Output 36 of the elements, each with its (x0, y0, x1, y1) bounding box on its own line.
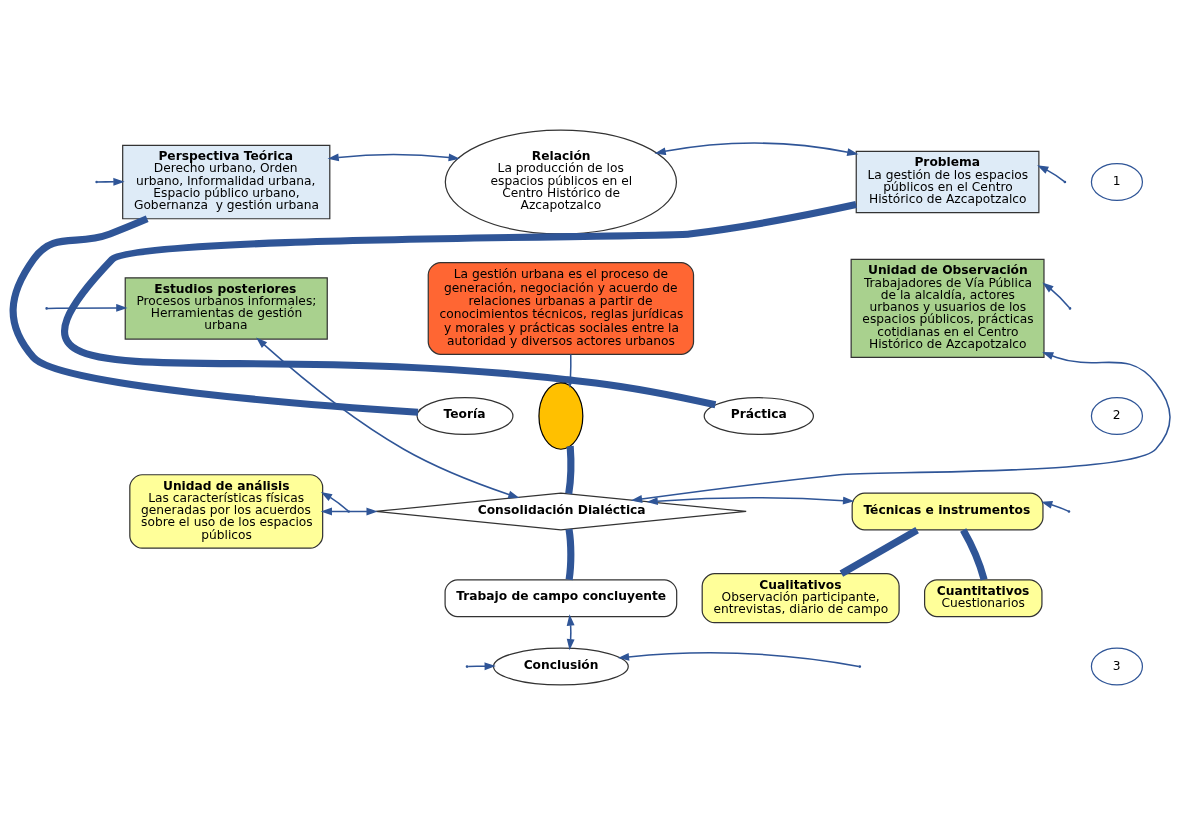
node-circle (538, 381, 584, 450)
node-ellipse: 2 (1090, 396, 1144, 435)
connector (960, 527, 988, 581)
connector (9, 215, 419, 416)
node-box: Cuantitativos Cuestionarios (924, 578, 1043, 617)
node-box: Unidad de análisis Las características físicas generadas por los acuerdos sobre el uso de los espacios públicos (129, 473, 324, 549)
arrow (617, 651, 860, 667)
arrow (327, 153, 460, 161)
arrow (630, 351, 1171, 503)
connector (565, 528, 575, 580)
arrow (1042, 282, 1070, 308)
node-box: Técnicas e instrumentos (851, 492, 1044, 530)
node-ellipse: Relación La producción de los espacios públicos en el Centro Histórico de Azcapotzalco (444, 129, 678, 234)
connector (62, 200, 857, 408)
node-box: La gestión urbana es el proceso de generación, negociación y acuerdo de relaciones urbanas a partir de conocimientos técnicos, reglas jurídicas y morales y prácticas sociales entre la autoridad y diversos actores urbanos (427, 261, 695, 355)
arrow (320, 491, 349, 511)
node-box: Perspectiva Teórica Derecho urbano, Orden urbano, Informalidad urbana, Espacio público urbano, Gobernanza y gestión urbana (122, 144, 331, 219)
arrow (256, 337, 520, 498)
node-ellipse: Práctica (703, 396, 814, 435)
arrow (96, 177, 125, 186)
arrow (1041, 500, 1069, 512)
arrow (46, 303, 128, 312)
node-box: Trabajo de campo concluyente (444, 578, 678, 617)
connector (839, 526, 919, 577)
node-box: Unidad de Observación Trabajadores de Vía Pública de la alcaldía, actores urbanos y usuarios de los espacios públicos, prácticas cotidianas en el Centro Histórico de Azcapotzalco (850, 258, 1045, 358)
arrow (646, 496, 855, 505)
node-ellipse: Teoría (416, 396, 514, 435)
arrow (654, 141, 859, 156)
arrow (566, 353, 575, 388)
node-box: Cualitativos Observación participante, entrevistas, diario de campo (701, 572, 900, 623)
arrow (320, 507, 378, 515)
connector (565, 445, 575, 494)
node-box: Problema La gestión de los espacios públicos en el Centro Histórico de Azcapotzalco (855, 150, 1040, 213)
node-box: Estudios posteriores Procesos urbanos informales; Herramientas de gestión urbana (124, 276, 328, 340)
node-ellipse: 3 (1090, 647, 1144, 686)
node-ellipse: 1 (1090, 162, 1144, 201)
